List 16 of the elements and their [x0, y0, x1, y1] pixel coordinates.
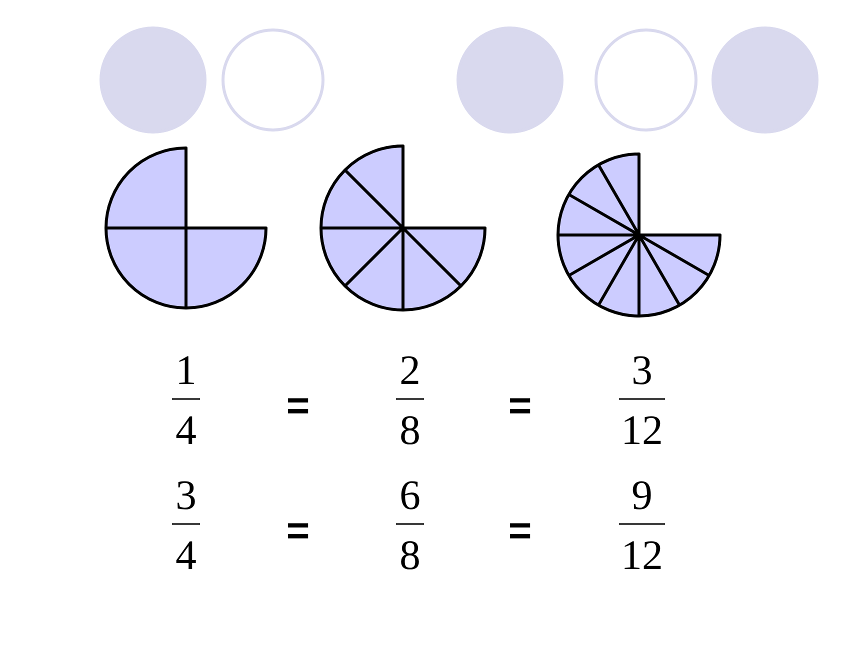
equals-sign: =: [508, 386, 532, 426]
numerator: 6: [400, 475, 420, 517]
numerator: 3: [176, 475, 196, 517]
numerator: 3: [632, 350, 652, 392]
denominator: 8: [400, 535, 420, 577]
denominator: 4: [176, 410, 196, 452]
numerator: 2: [400, 350, 420, 392]
denominator: 8: [400, 410, 420, 452]
denominator: 4: [176, 535, 196, 577]
numerator: 1: [176, 350, 196, 392]
numerator: 9: [632, 475, 652, 517]
denominator: 12: [621, 410, 663, 452]
equals-sign: =: [508, 511, 532, 551]
denominator: 12: [621, 535, 663, 577]
equals-sign: =: [286, 386, 310, 426]
equals-sign: =: [286, 511, 310, 551]
